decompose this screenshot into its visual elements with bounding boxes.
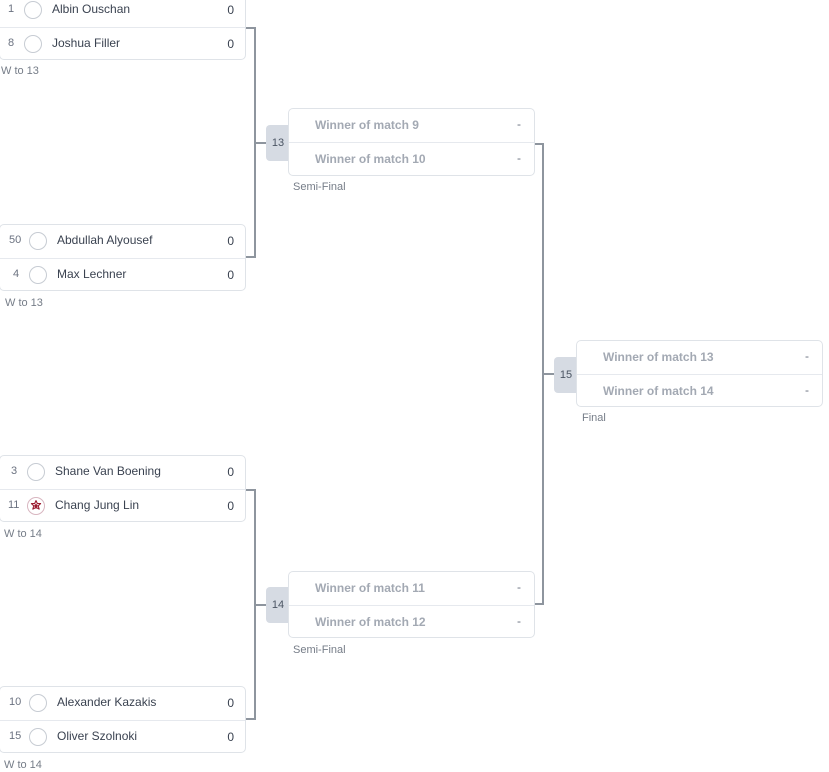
round-label: Semi-Final — [293, 644, 346, 656]
avatar — [24, 1, 42, 19]
match-card[interactable]: Winner of match 13 - Winner of match 14 … — [576, 340, 823, 407]
slot-score: - — [805, 349, 809, 363]
match-number-badge: 13 — [266, 125, 290, 161]
player-row[interactable]: 3 Shane Van Boening 0 — [0, 456, 245, 489]
slot-label: Winner of match 9 — [315, 118, 419, 132]
seed-number: 15 — [9, 730, 22, 742]
match-card[interactable]: Winner of match 9 - Winner of match 10 - — [288, 108, 535, 176]
seed-number: 50 — [9, 234, 22, 246]
seed-number: 11 — [8, 499, 20, 511]
player-name: Joshua Filler — [52, 36, 121, 50]
player-name: Albin Ouschan — [52, 2, 131, 16]
avatar — [29, 266, 47, 284]
bracket-connector — [255, 142, 266, 144]
slot-row[interactable]: Winner of match 11 - — [289, 572, 534, 605]
slot-score: - — [517, 580, 521, 594]
player-score: 0 — [227, 37, 234, 51]
seed-number: 10 — [9, 696, 22, 708]
avatar — [29, 694, 47, 712]
avatar — [24, 35, 42, 53]
avatar — [29, 232, 47, 250]
player-score: 0 — [227, 696, 234, 710]
avatar — [29, 728, 47, 746]
slot-label: Winner of match 13 — [603, 350, 714, 364]
avatar — [27, 463, 45, 481]
player-name: Oliver Szolnoki — [57, 729, 138, 743]
player-name: Alexander Kazakis — [57, 695, 157, 709]
match-card[interactable]: 1 Albin Ouschan 0 8 Joshua Filler 0 — [0, 0, 246, 60]
player-row[interactable]: 10 Alexander Kazakis 0 — [0, 687, 245, 720]
slot-score: - — [805, 383, 809, 397]
slot-row[interactable]: Winner of match 13 - — [577, 341, 822, 374]
slot-score: - — [517, 117, 521, 131]
seed-number: 3 — [11, 465, 18, 477]
player-score: 0 — [227, 499, 234, 513]
slot-score: - — [517, 614, 521, 628]
player-row[interactable]: 8 Joshua Filler 0 — [0, 27, 245, 60]
match-card[interactable]: 3 Shane Van Boening 0 11 Chang Jung Lin … — [0, 455, 246, 522]
slot-label: Winner of match 14 — [603, 384, 714, 398]
advance-label: W to 13 — [1, 65, 39, 77]
slot-row[interactable]: Winner of match 9 - — [289, 109, 534, 142]
match-number-badge: 15 — [554, 357, 578, 393]
slot-score: - — [517, 151, 521, 165]
seed-number: 1 — [8, 3, 15, 15]
player-row[interactable]: 15 Oliver Szolnoki 0 — [0, 720, 245, 753]
round-label: Final — [582, 412, 606, 424]
player-name: Shane Van Boening — [55, 464, 161, 478]
player-score: 0 — [227, 234, 234, 248]
slot-label: Winner of match 11 — [315, 581, 425, 595]
seed-number: 8 — [8, 37, 15, 49]
player-name: Max Lechner — [57, 267, 127, 281]
advance-label: W to 13 — [5, 297, 43, 309]
match-card[interactable]: Winner of match 11 - Winner of match 12 … — [288, 571, 535, 638]
player-row[interactable]: 1 Albin Ouschan 0 — [0, 0, 245, 27]
chinese-taipei-flag-icon — [27, 497, 45, 515]
match-card[interactable]: 50 Abdullah Alyousef 0 4 Max Lechner 0 — [0, 224, 246, 291]
match-card[interactable]: 10 Alexander Kazakis 0 15 Oliver Szolnok… — [0, 686, 246, 753]
player-score: 0 — [227, 730, 234, 744]
player-score: 0 — [227, 465, 234, 479]
slot-row[interactable]: Winner of match 10 - — [289, 142, 534, 175]
bracket-connector — [255, 604, 266, 606]
advance-label: W to 14 — [4, 528, 42, 540]
slot-row[interactable]: Winner of match 14 - — [577, 374, 822, 407]
round-label: Semi-Final — [293, 181, 346, 193]
player-score: 0 — [227, 3, 234, 17]
player-row[interactable]: 4 Max Lechner 0 — [0, 258, 245, 291]
player-name: Chang Jung Lin — [55, 498, 140, 512]
player-name: Abdullah Alyousef — [57, 233, 153, 247]
player-row[interactable]: 50 Abdullah Alyousef 0 — [0, 225, 245, 258]
slot-label: Winner of match 10 — [315, 152, 426, 166]
slot-row[interactable]: Winner of match 12 - — [289, 605, 534, 638]
slot-label: Winner of match 12 — [315, 615, 426, 629]
player-score: 0 — [227, 268, 234, 282]
player-row[interactable]: 11 Chang Jung Lin 0 — [0, 489, 245, 522]
bracket-connector — [543, 373, 554, 375]
advance-label: W to 14 — [4, 759, 42, 771]
seed-number: 4 — [13, 268, 20, 280]
match-number-badge: 14 — [266, 587, 290, 623]
